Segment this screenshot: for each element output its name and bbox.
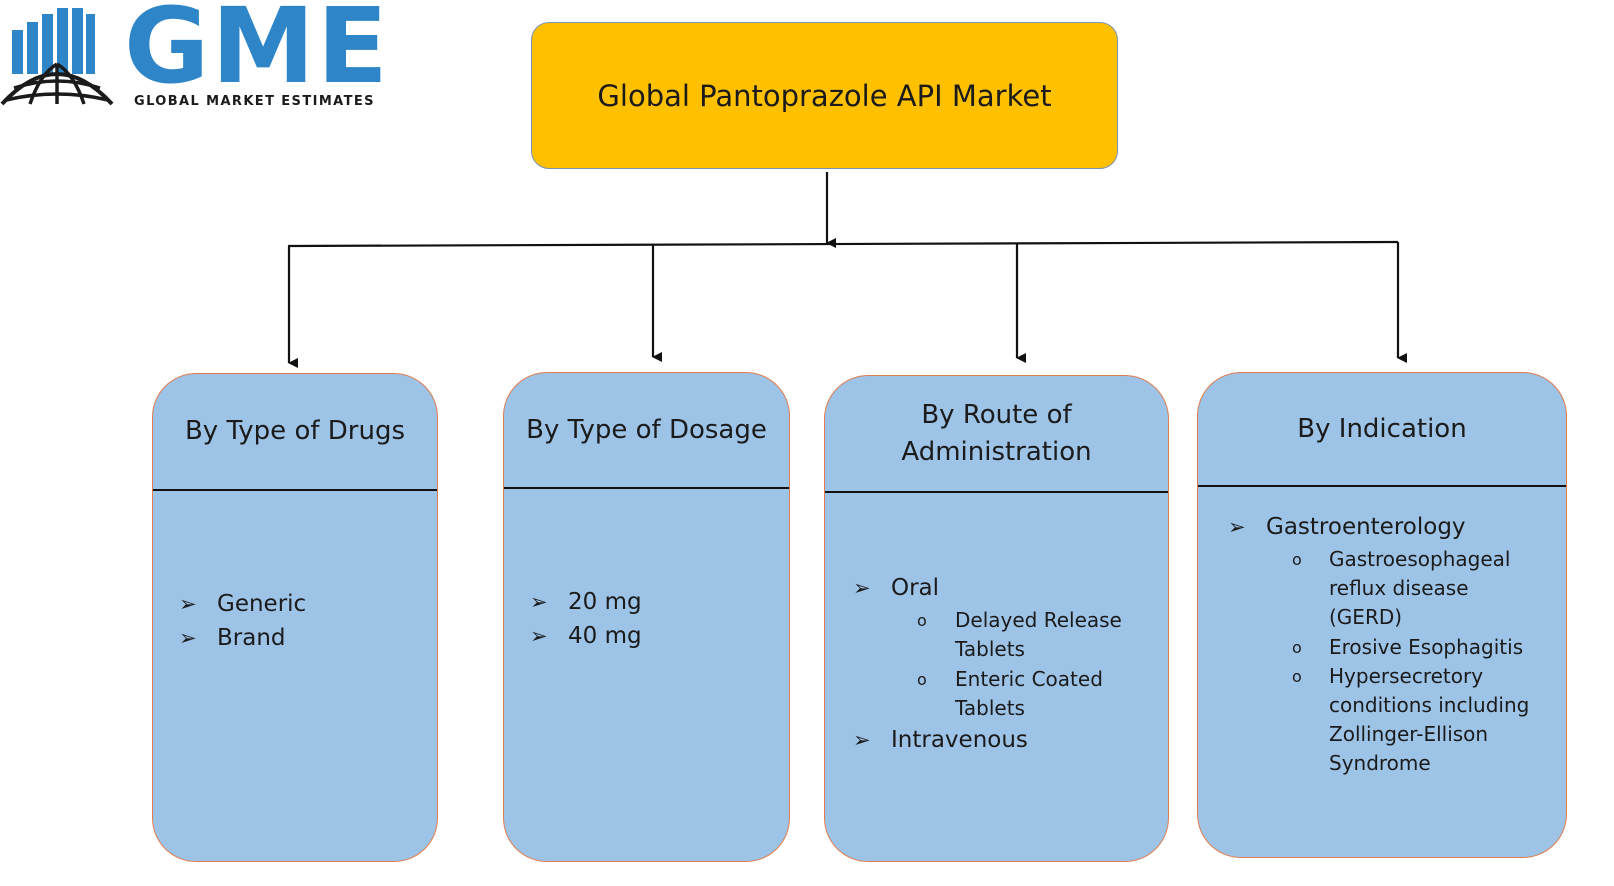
sub-list-item: Erosive Esophagitis (1329, 633, 1523, 662)
sub-list-item: Delayed Release Tablets (955, 606, 1122, 664)
root-node: Global Pantoprazole API Market (531, 22, 1118, 169)
category-body: ➢ Generic ➢ Brand (153, 491, 437, 861)
root-title: Global Pantoprazole API Market (597, 78, 1052, 113)
sub-item-line: Tablets (955, 696, 1025, 720)
circle-bullet-icon: o (1292, 550, 1302, 569)
sub-item-line: Gastroesophageal (1329, 547, 1511, 571)
list-item: 40 mg (568, 623, 642, 649)
category-title-text: By Indication (1297, 413, 1467, 444)
sub-item-line: Enteric Coated (955, 667, 1103, 691)
category-body: ➢ 20 mg ➢ 40 mg (504, 489, 789, 861)
arrow-bullet-icon: ➢ (530, 624, 548, 648)
globe-bar-chart-icon (0, 8, 114, 106)
category-indication: By Indication ➢ Gastroenterology o Gastr… (1197, 372, 1567, 858)
list-item: 20 mg (568, 589, 642, 615)
category-title: By Type of Drugs (153, 374, 437, 491)
sub-item-line: (GERD) (1329, 605, 1403, 629)
list-item: Intravenous (891, 727, 1028, 753)
arrow-bullet-icon: ➢ (179, 592, 197, 616)
arrow-bullet-icon: ➢ (1228, 515, 1246, 539)
circle-bullet-icon: o (917, 611, 927, 630)
gme-logo: GME GLOBAL MARKET ESTIMATES (0, 0, 430, 120)
sub-item-line: Syndrome (1329, 751, 1431, 775)
arrow-bullet-icon: ➢ (853, 576, 871, 600)
logo-wordmark: GME (124, 0, 390, 107)
category-title: By Indication (1198, 373, 1566, 487)
category-title-text: By Type of Dosage (526, 414, 767, 445)
category-type-of-drugs: By Type of Drugs ➢ Generic ➢ Brand (152, 373, 438, 862)
arrow-bullet-icon: ➢ (179, 626, 197, 650)
sub-item-line: Erosive Esophagitis (1329, 635, 1524, 659)
sub-list-item: Gastroesophageal reflux disease (GERD) (1329, 545, 1510, 632)
category-title-text: By Type of Drugs (184, 416, 406, 446)
horizontal-bus-line (287, 240, 1399, 248)
sub-list-item: Hypersecretory conditions including Zoll… (1329, 662, 1529, 778)
sub-list-item: Enteric Coated Tablets (955, 665, 1103, 723)
sub-item-line: Delayed Release (955, 608, 1122, 632)
list-item: Brand (217, 625, 286, 651)
circle-bullet-icon: o (917, 670, 927, 689)
list-item: Gastroenterology (1266, 514, 1466, 540)
logo-tagline: GLOBAL MARKET ESTIMATES (134, 94, 375, 109)
category-type-of-dosage: By Type of Dosage ➢ 20 mg ➢ 40 mg (503, 372, 790, 862)
category-title: By Route of Administration (825, 376, 1168, 493)
sub-item-line: Tablets (955, 637, 1025, 661)
arrow-bullet-icon: ➢ (853, 728, 871, 752)
category-body: ➢ Gastroenterology o Gastroesophageal re… (1198, 487, 1566, 857)
category-body: ➢ Oral o Delayed Release Tablets o Enter… (825, 493, 1168, 861)
category-title: By Type of Dosage (504, 373, 789, 489)
sub-item-line: Zollinger-Ellison (1329, 722, 1489, 746)
list-item: Oral (891, 575, 940, 601)
sub-item-line: reflux disease (1329, 576, 1469, 600)
sub-item-line: Hypersecretory (1329, 664, 1484, 688)
list-item: Generic (217, 591, 307, 617)
category-title-line: Administration (901, 436, 1092, 467)
category-route-of-administration: By Route of Administration ➢ Oral o Dela… (824, 375, 1169, 862)
circle-bullet-icon: o (1292, 667, 1302, 686)
sub-item-line: conditions including (1329, 693, 1530, 717)
category-title-line: By Route of (921, 399, 1072, 430)
circle-bullet-icon: o (1292, 638, 1302, 657)
arrow-bullet-icon: ➢ (530, 590, 548, 614)
